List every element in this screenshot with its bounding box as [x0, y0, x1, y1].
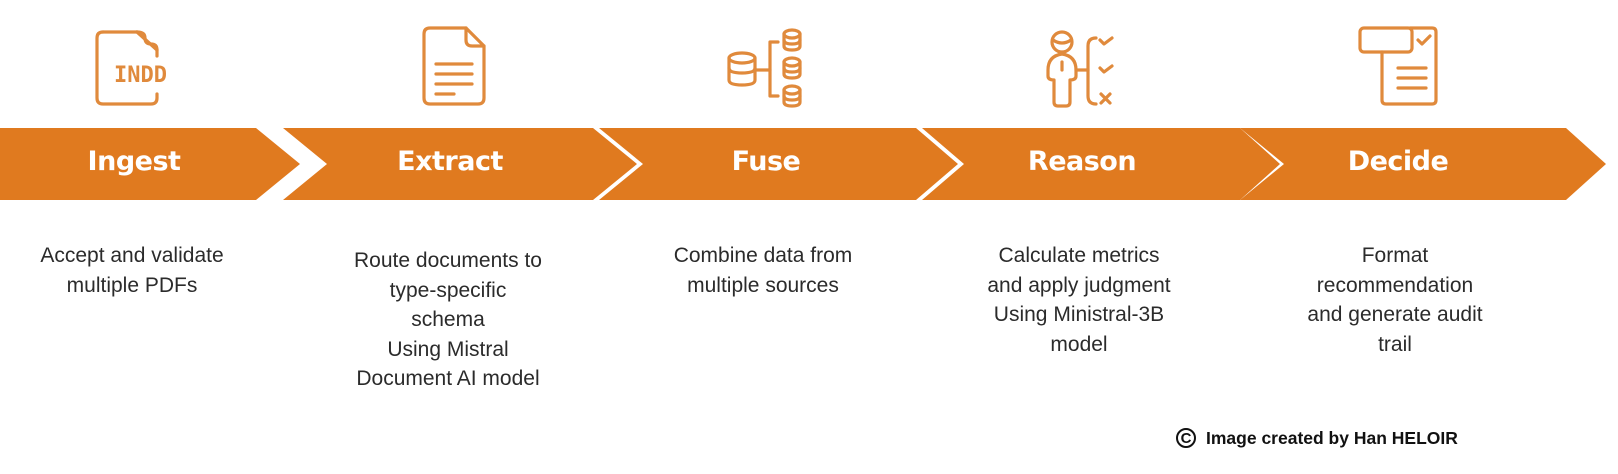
- step-description-extract: Route documents to type-specific schema …: [318, 246, 578, 394]
- credit-text: Image created by Han HELOIR: [1206, 427, 1458, 448]
- step-description-fuse: Combine data from multiple sources: [633, 241, 893, 300]
- description-line: and apply judgment: [987, 273, 1171, 297]
- description-line: type-specific: [389, 278, 507, 302]
- description-line: recommendation: [1316, 273, 1474, 297]
- chevron-fuse: [599, 128, 958, 200]
- step-title-extract: Extract: [397, 146, 503, 177]
- description-line: multiple sources: [687, 273, 839, 297]
- description-line: Document AI model: [356, 367, 540, 390]
- chevron-reason: [922, 128, 1280, 200]
- chevron-extract: [283, 128, 637, 200]
- description-line: Route documents to: [354, 249, 542, 272]
- step-description-reason: Calculate metrics and apply judgment Usi…: [949, 241, 1209, 359]
- description-line: Format: [1361, 244, 1429, 267]
- description-line: Combine data from: [673, 244, 853, 267]
- description-line: Accept and validate: [40, 244, 224, 267]
- chevron-ingest: [0, 128, 300, 200]
- report-checklist-icon: [1352, 18, 1452, 110]
- description-line: Using Mistral: [387, 337, 509, 361]
- description-line: model: [1050, 332, 1108, 356]
- copyright-icon: C: [1176, 428, 1196, 448]
- indd-label: INDD: [114, 63, 167, 88]
- document-text-icon: [400, 18, 500, 110]
- description-line: Using Ministral-3B: [993, 303, 1165, 326]
- step-description-decide: Format recommendation and generate audit…: [1265, 241, 1525, 359]
- step-title-fuse: Fuse: [731, 146, 801, 177]
- description-line: and generate audit: [1307, 303, 1483, 326]
- description-line: trail: [1378, 332, 1412, 356]
- step-title-decide: Decide: [1347, 146, 1449, 177]
- step-description-ingest: Accept and validate multiple PDFs: [2, 241, 262, 300]
- image-credit: C Image created by Han HELOIR: [1176, 424, 1458, 452]
- step-title-ingest: Ingest: [87, 146, 181, 177]
- step-title-reason: Reason: [1027, 146, 1137, 177]
- description-line: schema: [411, 308, 485, 331]
- description-line: Calculate metrics: [998, 244, 1160, 267]
- database-merge-icon: [718, 18, 818, 110]
- chevron-decide: [1240, 128, 1606, 200]
- person-decision-icon: [1030, 18, 1130, 110]
- description-line: multiple PDFs: [66, 273, 198, 297]
- indd-file-icon: INDD: [87, 18, 187, 110]
